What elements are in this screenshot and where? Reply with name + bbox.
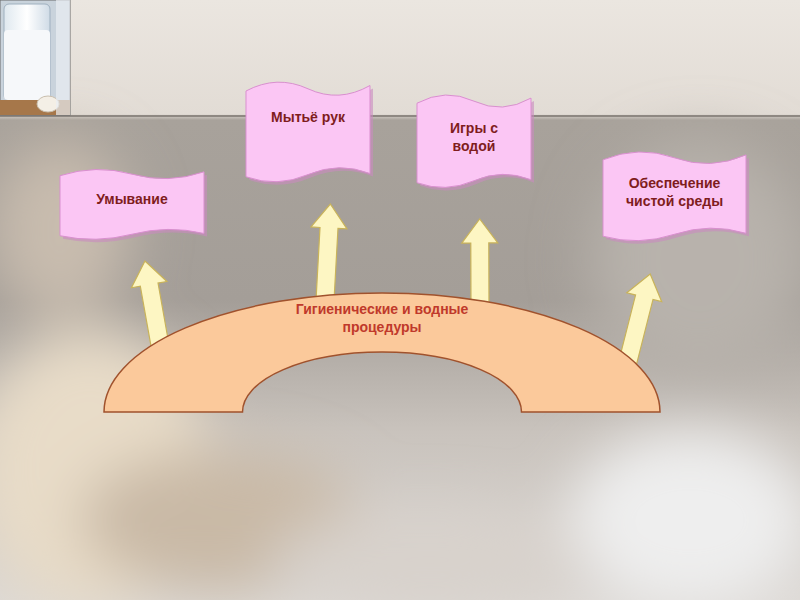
flag-box: Обеспечение чистой среды <box>603 150 746 248</box>
flag-shape <box>246 82 370 182</box>
flag-label: Умывание <box>72 190 192 208</box>
text-holder: Обеспечение чистой среды <box>617 150 733 210</box>
flag-label: Обеспечение чистой среды <box>617 174 733 210</box>
flag-shape <box>60 170 204 240</box>
band-label: Гигиенические и водные процедуры <box>277 300 487 336</box>
blurred-photo <box>0 140 800 600</box>
text-holder: Гигиенические и водные процедуры <box>277 292 487 336</box>
arch-band: Гигиенические и водные процедуры <box>103 292 661 412</box>
flag-shape <box>417 95 531 187</box>
flag-outline <box>246 80 370 190</box>
flag-box: Игры с водой <box>417 93 531 195</box>
text-holder: Умывание <box>72 168 192 208</box>
flag-box: Умывание <box>60 168 204 245</box>
arch-shape <box>104 293 660 412</box>
flag-label: Мытьё рук <box>258 108 358 126</box>
block-arrow <box>462 219 498 306</box>
block-arrow <box>131 261 168 347</box>
text-holder: Мытьё рук <box>258 80 358 126</box>
milk-photo <box>0 0 70 115</box>
flag-shape <box>603 152 746 241</box>
block-arrow <box>311 204 347 301</box>
text-holder: Игры с водой <box>438 93 510 155</box>
flag-label: Игры с водой <box>438 119 510 155</box>
block-arrow <box>619 274 661 364</box>
flag-box: Мытьё рук <box>246 80 370 190</box>
divider-line <box>0 115 800 117</box>
